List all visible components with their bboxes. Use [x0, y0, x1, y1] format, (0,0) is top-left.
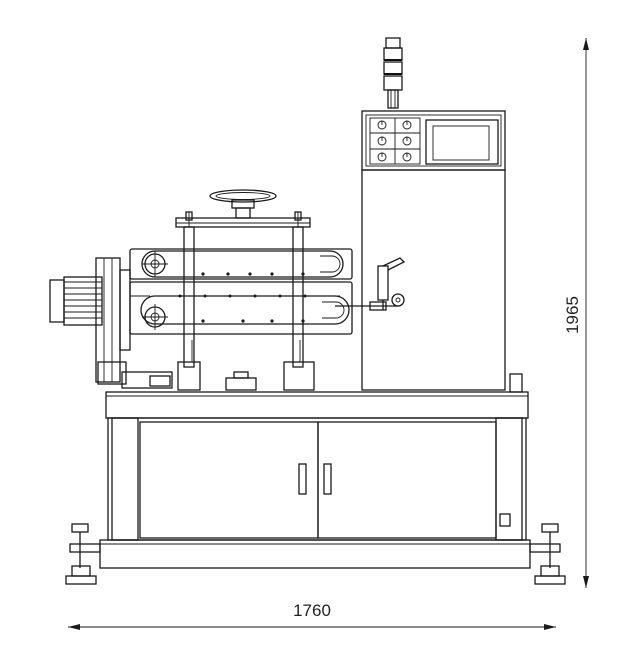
handwheel	[175, 189, 311, 228]
left-door-handle	[298, 463, 307, 495]
signal-tower	[383, 37, 403, 109]
table-top	[105, 373, 529, 419]
pneumatic-cylinder	[335, 257, 406, 311]
control-buttons	[369, 117, 421, 165]
control-cabinet	[361, 110, 506, 391]
hmi-screen	[425, 119, 499, 165]
upper-belt-conveyor	[129, 248, 353, 280]
width-dimension: 1760	[68, 601, 556, 630]
drive-motor	[49, 257, 131, 385]
bearing-blocks	[121, 340, 315, 391]
left-door	[139, 421, 319, 539]
width-dimension-label: 1760	[293, 601, 331, 620]
leveling-foot-right	[529, 523, 566, 585]
base-cabinet	[99, 417, 531, 569]
height-dimension: 1965	[563, 38, 589, 588]
right-door-handle	[323, 463, 332, 495]
right-door	[317, 421, 497, 539]
lower-belt-conveyor	[129, 281, 353, 335]
guide-posts	[183, 211, 304, 368]
height-dimension-label: 1965	[563, 296, 582, 334]
leveling-foot-left	[65, 523, 101, 585]
